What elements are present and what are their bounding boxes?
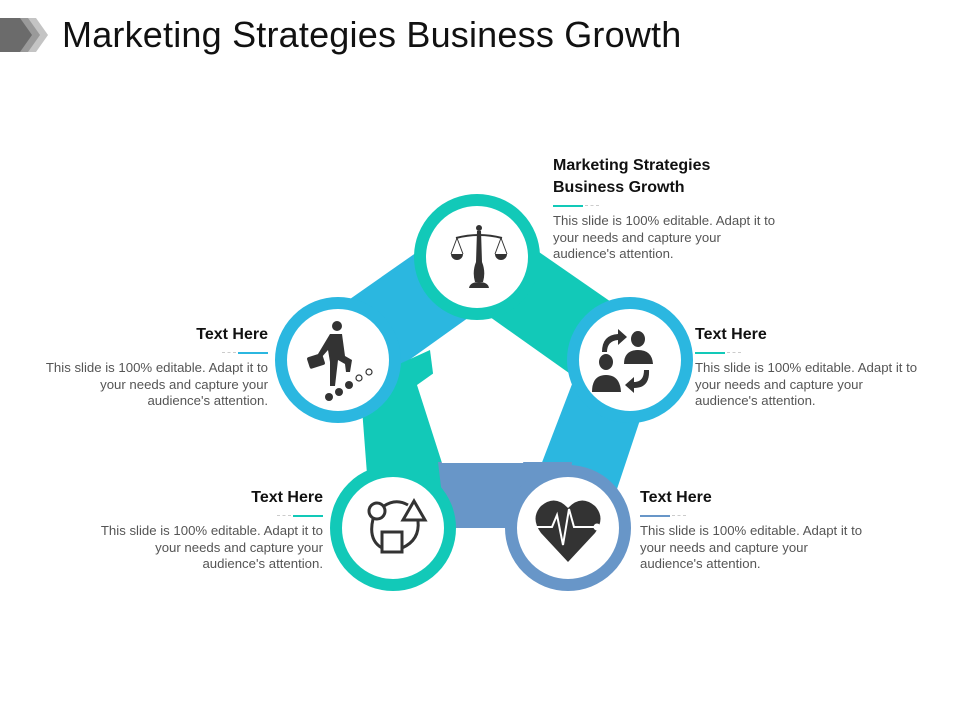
page-title: Marketing Strategies Business Growth xyxy=(62,14,682,55)
block-description: This slide is 100% editable. Adapt it to… xyxy=(640,523,863,571)
heading-underline xyxy=(640,513,870,519)
heart-rate-icon xyxy=(535,500,601,562)
block-description: This slide is 100% editable. Adapt it to… xyxy=(553,213,776,261)
text-block-bottom-left: Text Here This slide is 100% editable. A… xyxy=(97,487,323,573)
block-description: This slide is 100% editable. Adapt it to… xyxy=(100,523,323,571)
people-exchange-icon xyxy=(592,329,653,393)
scales-of-justice-icon xyxy=(450,225,508,288)
title-chevron-icon xyxy=(0,18,48,52)
block-description: This slide is 100% editable. Adapt it to… xyxy=(695,360,918,408)
heading-underline xyxy=(553,203,793,209)
block-heading: Text Here xyxy=(640,489,712,506)
heading-underline xyxy=(695,350,925,356)
block-heading: Text Here xyxy=(251,489,323,506)
shapes-connection-icon xyxy=(367,498,428,554)
heading-underline xyxy=(97,513,323,519)
node-bottom-left xyxy=(330,465,456,591)
text-block-left: Text Here This slide is 100% editable. A… xyxy=(42,324,268,410)
text-block-top: Marketing Strategies Business Growth Thi… xyxy=(553,155,793,263)
block-heading: Text Here xyxy=(695,326,767,343)
block-heading: Marketing Strategies xyxy=(553,157,711,174)
text-block-right: Text Here This slide is 100% editable. A… xyxy=(695,324,925,410)
block-heading: Text Here xyxy=(196,326,268,343)
block-heading-line2: Business Growth xyxy=(553,179,685,196)
inner-pentagon xyxy=(417,338,548,463)
block-description: This slide is 100% editable. Adapt it to… xyxy=(45,360,268,408)
text-block-bottom-right: Text Here This slide is 100% editable. A… xyxy=(640,487,870,573)
businessman-climbing-steps-icon xyxy=(307,321,373,401)
heading-underline xyxy=(42,350,268,356)
